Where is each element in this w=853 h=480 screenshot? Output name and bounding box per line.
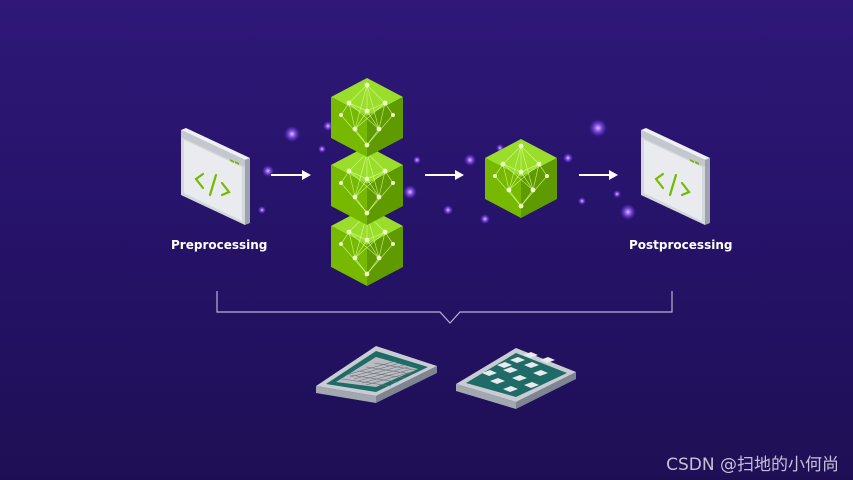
cpu-chip-icon — [316, 346, 437, 403]
code-window-icon — [641, 128, 710, 225]
preprocessing-label: Preprocessing — [171, 238, 267, 252]
arrow-head — [455, 170, 464, 180]
arrow-head — [302, 170, 311, 180]
arrow-head — [609, 170, 618, 180]
gpu-chip-icon — [456, 348, 576, 409]
glow-particles — [258, 119, 636, 224]
watermark: CSDN @扫地的小何尚 — [666, 450, 839, 475]
neural-network-cube-icon — [331, 78, 403, 157]
neural-network-cube-icon — [331, 146, 403, 225]
code-window-icon — [181, 128, 250, 225]
postprocessing-label: Postprocessing — [629, 238, 732, 252]
grouping-bracket — [217, 291, 672, 323]
neural-network-cube-icon — [485, 139, 557, 218]
flow-arrows — [271, 170, 618, 180]
